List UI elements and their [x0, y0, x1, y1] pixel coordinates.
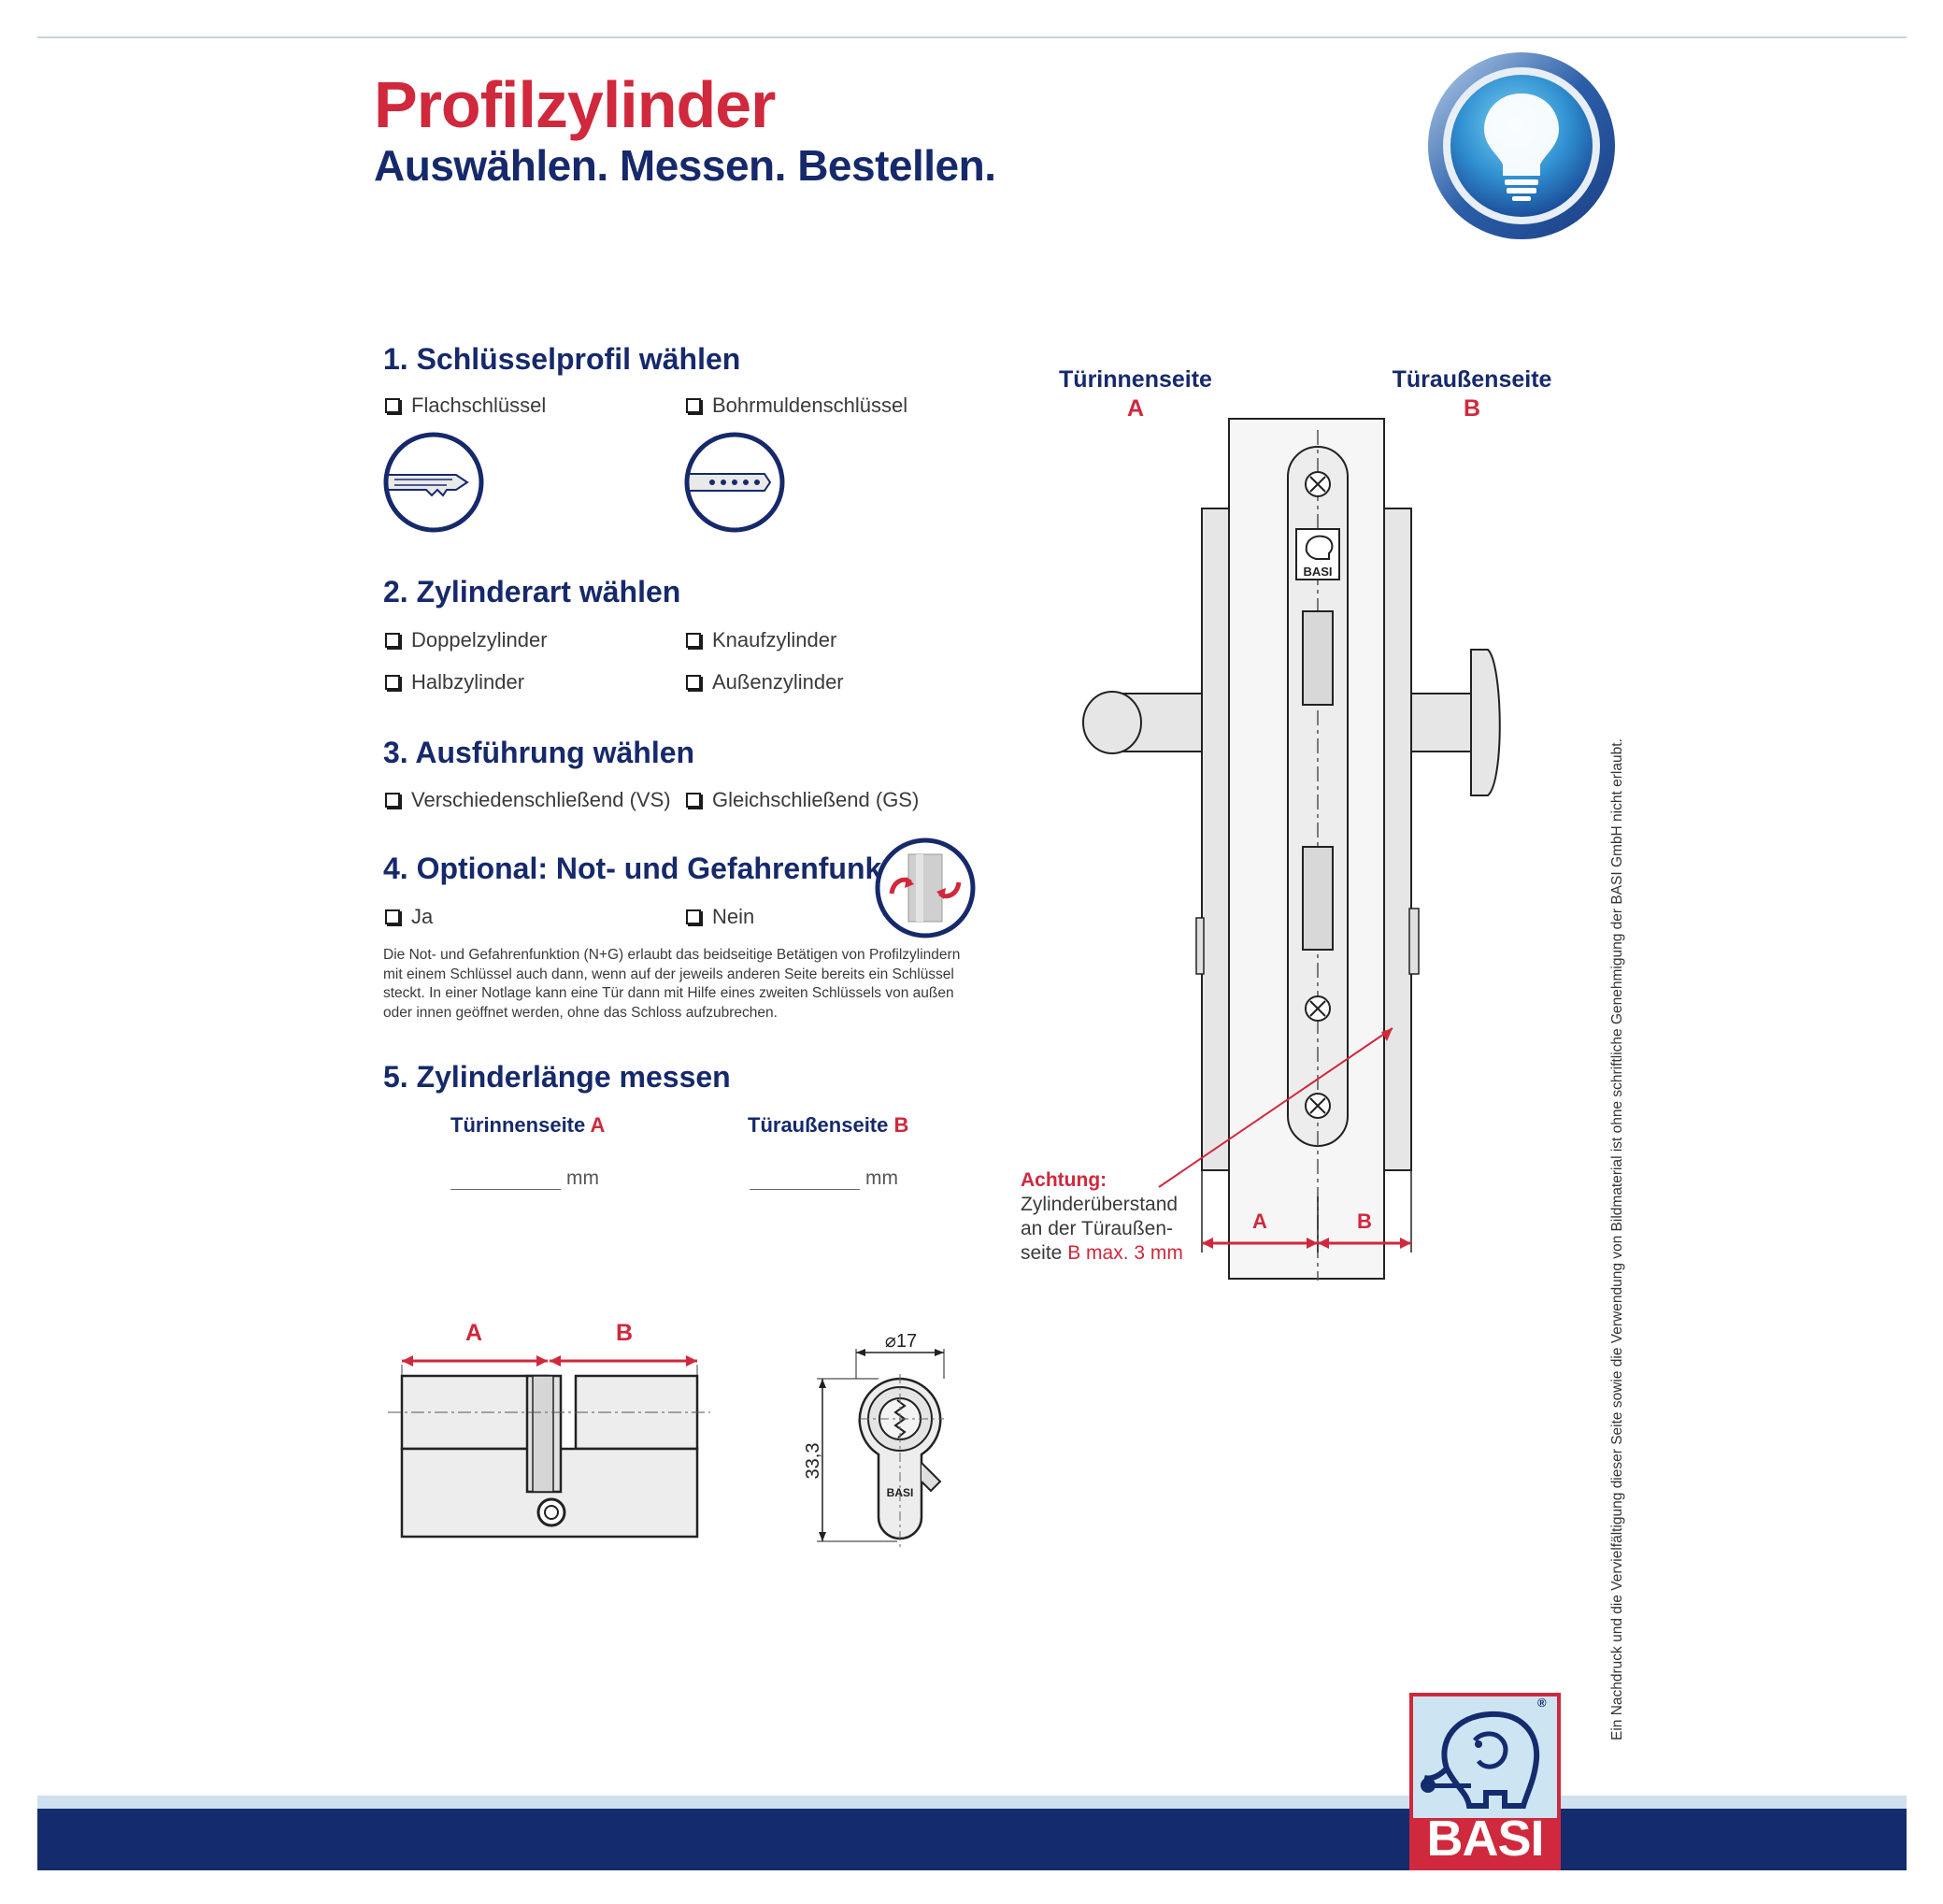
option-label: Ja: [411, 905, 434, 928]
copyright-note: Ein Nachdruck und die Vervielfältigung d…: [1609, 738, 1625, 1740]
footer-light-band: [37, 1796, 1907, 1809]
option-aussenzylinder[interactable]: Außenzylinder: [686, 670, 844, 694]
height-label: 33,3: [804, 1443, 823, 1480]
option-label: Halbzylinder: [411, 670, 525, 694]
registered-mark: ®: [1537, 1696, 1547, 1710]
warning-title: Achtung:: [1021, 1169, 1107, 1191]
screw-middle: [1305, 995, 1331, 1022]
option-label: Flachschlüssel: [411, 394, 547, 417]
option-label: Verschiedenschließend (VS): [411, 788, 671, 811]
option-doppelzylinder[interactable]: Doppelzylinder: [385, 628, 548, 652]
checkbox[interactable]: [686, 909, 701, 924]
measure-outer-field[interactable]: mm: [750, 1167, 898, 1190]
checkbox[interactable]: [686, 675, 701, 690]
plate-logo-text: BASI: [1303, 565, 1332, 579]
option-flachschluessel[interactable]: Flachschlüssel: [385, 394, 546, 418]
option-bohrmuldenschluessel[interactable]: Bohrmuldenschlüssel: [686, 394, 907, 418]
screw-top: [1305, 471, 1331, 497]
cyl-label-b: B: [616, 1320, 633, 1346]
dimple-key-icon: [684, 432, 785, 533]
section-2-heading: 2. Zylinderart wählen: [383, 575, 681, 608]
option-ja[interactable]: Ja: [385, 905, 433, 929]
option-label: Außenzylinder: [712, 670, 844, 694]
door-inner-label: Türinnenseite: [1059, 366, 1212, 393]
measure-outer-text: Türaußenseite: [748, 1113, 889, 1137]
cylinder-side-drawing: A B: [388, 1320, 710, 1539]
checkbox[interactable]: [686, 793, 701, 808]
face-logo-text: BASI: [887, 1486, 914, 1499]
measure-inner-label: Türinnenseite A: [450, 1113, 605, 1138]
footer-dark-band: [37, 1809, 1907, 1870]
warning-callout: Achtung: Zylinderüberstand an der Türauß…: [1021, 1168, 1183, 1266]
section-3-heading: 3. Ausführung wählen: [383, 736, 695, 769]
light-bulb-icon: [1428, 52, 1615, 239]
top-rule: [37, 36, 1907, 38]
section-1-heading: 1. Schlüsselprofil wählen: [383, 342, 741, 376]
cyl-label-a: A: [465, 1320, 482, 1346]
unit-label: mm: [566, 1167, 599, 1189]
measure-inner-text: Türinnenseite: [450, 1113, 586, 1137]
option-nein[interactable]: Nein: [686, 905, 754, 929]
option-label: Nein: [712, 905, 755, 928]
page-subtitle: Auswählen. Messen. Bestellen.: [374, 141, 996, 190]
warning-line-prefix: seite: [1021, 1242, 1068, 1264]
checkbox[interactable]: [686, 633, 701, 648]
checkbox[interactable]: [686, 398, 701, 413]
door-dim-a: A: [1252, 1210, 1267, 1233]
option-label: Knaufzylinder: [712, 628, 837, 651]
warning-line: Zylinderüberstand: [1021, 1194, 1179, 1215]
door-inner-heading: Türinnenseite A: [1037, 366, 1234, 422]
emergency-function-icon: [875, 837, 976, 938]
section-4-heading: 4. Optional: Not- und Gefahrenfunktion: [383, 852, 936, 885]
brand-wordmark: BASI: [1426, 1811, 1544, 1867]
door-outer-letter: B: [1463, 395, 1481, 422]
unit-label: mm: [865, 1167, 898, 1189]
measure-inner-field[interactable]: mm: [450, 1167, 599, 1190]
measure-inner-letter: A: [590, 1113, 606, 1137]
diameter-label: ⌀17: [885, 1331, 917, 1352]
option-gleichschliessend[interactable]: Gleichschließend (GS): [686, 788, 919, 812]
flat-key-icon: [383, 432, 484, 533]
option-knaufzylinder[interactable]: Knaufzylinder: [686, 628, 836, 652]
warning-line: an der Türaußen-: [1021, 1218, 1174, 1239]
door-diagram: BASI A B: [1082, 418, 1501, 1281]
option-label: Bohrmuldenschlüssel: [712, 394, 908, 417]
checkbox[interactable]: [385, 675, 400, 690]
warning-highlight: B max. 3 mm: [1067, 1242, 1183, 1264]
cylinder-front-drawing: ⌀17 33,3 BASI: [804, 1331, 945, 1547]
measure-outer-label: Türaußenseite B: [748, 1113, 908, 1138]
checkbox[interactable]: [385, 909, 400, 924]
measure-outer-letter: B: [893, 1113, 909, 1137]
checkbox[interactable]: [385, 398, 400, 413]
emergency-note: Die Not- und Gefahrenfunktion (N+G) erla…: [383, 947, 961, 1021]
option-label: Gleichschließend (GS): [712, 788, 920, 811]
door-inner-letter: A: [1126, 395, 1145, 422]
section-5-heading: 5. Zylinderlänge messen: [383, 1060, 731, 1094]
screw-bottom: [1305, 1093, 1331, 1119]
door-outer-heading: Türaußenseite B: [1374, 366, 1570, 422]
option-verschiedenschliessend[interactable]: Verschiedenschließend (VS): [385, 788, 671, 812]
option-halbzylinder[interactable]: Halbzylinder: [385, 670, 524, 694]
checkbox[interactable]: [385, 633, 400, 648]
blank-line[interactable]: [750, 1172, 860, 1190]
blank-line[interactable]: [450, 1172, 561, 1190]
warning-line: seite B max. 3 mm: [1021, 1241, 1183, 1266]
basi-elephant-logo: [1421, 1711, 1540, 1809]
checkbox[interactable]: [385, 793, 400, 808]
option-label: Doppelzylinder: [411, 628, 548, 651]
door-outer-label: Türaußenseite: [1392, 366, 1552, 393]
page-title: Profilzylinder: [374, 68, 776, 141]
door-dim-b: B: [1357, 1210, 1372, 1233]
